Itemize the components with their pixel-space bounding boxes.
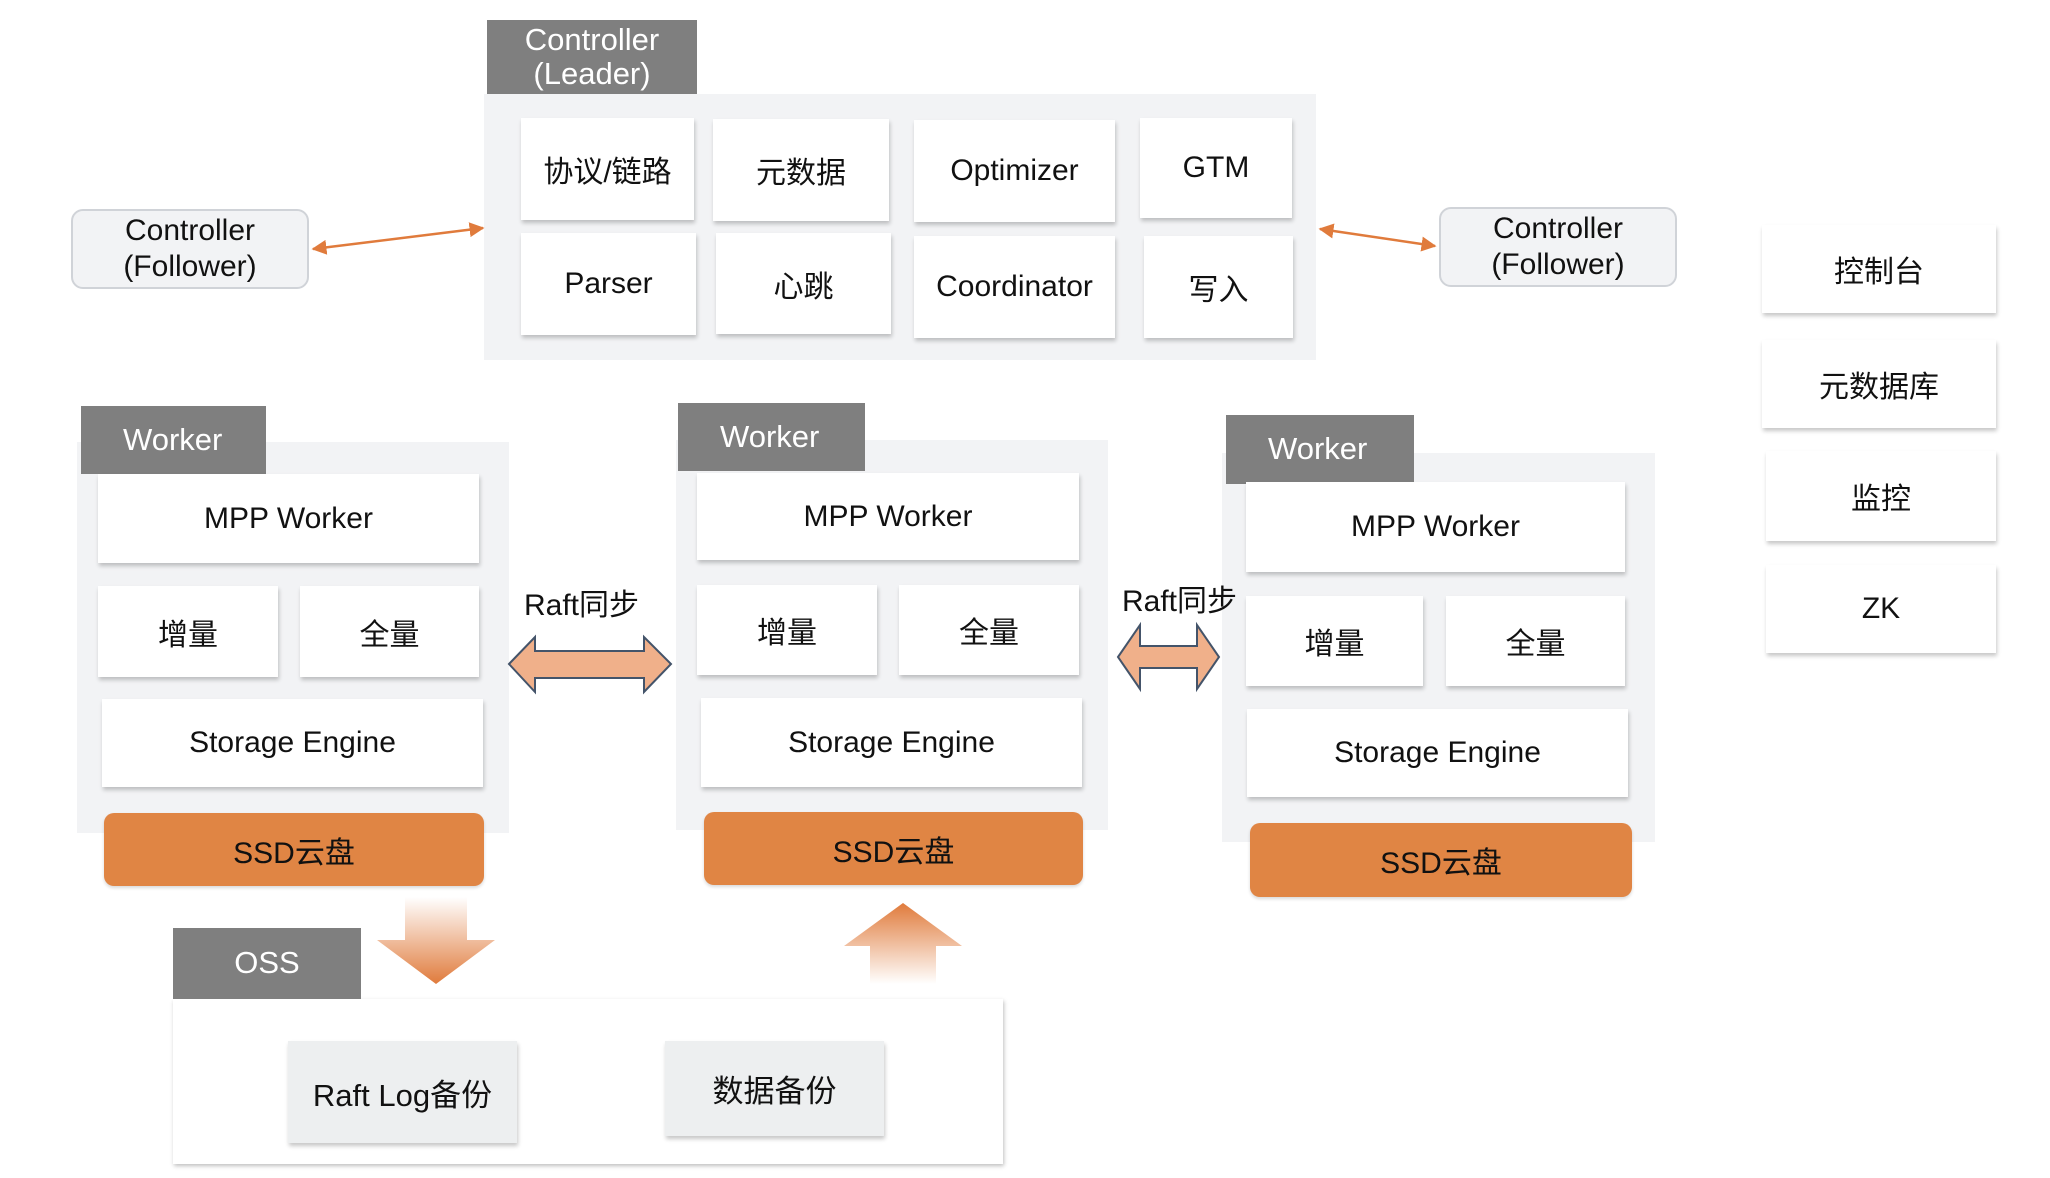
worker-3-full: 全量 — [1446, 596, 1625, 686]
module-protocol-link: 协议/链路 — [521, 118, 694, 220]
worker-2-storage-engine: Storage Engine — [701, 698, 1082, 787]
module-gtm: GTM — [1140, 118, 1292, 218]
follower-left-title: Controller — [124, 214, 256, 247]
follower-left-role: (Follower) — [123, 250, 257, 283]
backup-down-arrow — [377, 897, 495, 984]
worker-1-full: 全量 — [300, 586, 479, 677]
oss-raft-log-backup: Raft Log备份 — [288, 1041, 517, 1143]
worker-2-ssd-disk: SSD云盘 — [704, 812, 1083, 885]
worker-1-ssd-disk: SSD云盘 — [104, 813, 484, 886]
raft-sync-double-arrow-2 — [1116, 621, 1221, 693]
follower-right-role: (Follower) — [1491, 248, 1625, 281]
module-metadata: 元数据 — [713, 119, 889, 221]
restore-up-arrow — [844, 903, 962, 984]
worker-2-header: Worker — [678, 403, 865, 471]
controller-leader-title: Controller — [524, 21, 660, 57]
raft-sync-label-1: Raft同步 — [524, 589, 640, 622]
controller-leader-header: Controller (Leader) — [487, 20, 697, 94]
oss-header: OSS — [173, 928, 361, 999]
controller-follower-left: Controller (Follower) — [71, 209, 309, 289]
worker-2-mpp: MPP Worker — [697, 473, 1079, 560]
service-monitoring: 监控 — [1766, 451, 1996, 541]
worker-2-full: 全量 — [899, 585, 1079, 675]
controller-leader-role: (Leader) — [533, 56, 651, 91]
worker-1-mpp: MPP Worker — [98, 474, 479, 563]
leader-follower-right-arrow — [1318, 223, 1437, 252]
worker-3-incremental: 增量 — [1246, 596, 1423, 686]
worker-3-ssd-disk: SSD云盘 — [1250, 823, 1632, 897]
worker-1-incremental: 增量 — [98, 586, 278, 677]
worker-2-incremental: 增量 — [697, 585, 877, 675]
raft-sync-label-2: Raft同步 — [1122, 585, 1238, 618]
leader-follower-left-arrow — [311, 222, 485, 255]
worker-1-header: Worker — [81, 406, 266, 474]
service-console: 控制台 — [1762, 225, 1996, 313]
controller-follower-right: Controller (Follower) — [1439, 207, 1677, 287]
module-parser: Parser — [521, 233, 696, 335]
raft-sync-double-arrow-1 — [507, 634, 673, 695]
service-zk: ZK — [1766, 565, 1996, 653]
worker-1-storage-engine: Storage Engine — [102, 699, 483, 787]
worker-3-mpp: MPP Worker — [1246, 482, 1625, 572]
module-optimizer: Optimizer — [914, 120, 1115, 222]
module-heartbeat: 心跳 — [716, 233, 891, 334]
worker-3-storage-engine: Storage Engine — [1247, 709, 1628, 797]
module-write: 写入 — [1144, 236, 1293, 338]
follower-right-title: Controller — [1492, 212, 1624, 245]
worker-3-header: Worker — [1226, 415, 1414, 484]
service-metadata-db: 元数据库 — [1762, 340, 1996, 428]
module-coordinator: Coordinator — [914, 236, 1115, 338]
oss-data-backup: 数据备份 — [665, 1041, 884, 1136]
